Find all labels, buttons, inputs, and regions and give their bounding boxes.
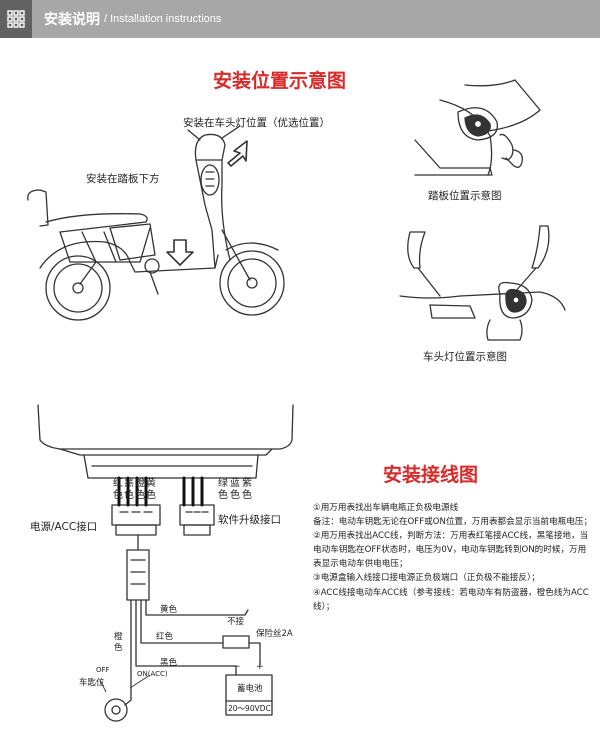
header-title: 安装说明 [44, 12, 100, 28]
footboard-detail-illustration [414, 79, 541, 176]
header-bar: 安装说明 / Installation instructions [0, 0, 600, 38]
fuse-label: 保险丝2A [256, 629, 293, 639]
yellow-wire-label: 黄色 [160, 605, 178, 615]
instruction-step-4: ④ACC线接电动车ACC线（参考接线：若电动车有防盗器，橙色线为ACC线）； [313, 587, 589, 612]
upgrade-port-label: 软件升级接口 [218, 514, 281, 526]
key-on-label: ON(ACC) [137, 670, 168, 678]
upgrade-connector [179, 504, 215, 536]
instruction-step-1: ①用万用表找出车辆电瓶正负极电源线 [313, 503, 459, 513]
grid-icon [0, 0, 32, 38]
footboard-install-label: 安装在踏板下方 [86, 173, 160, 185]
header-subtitle: / Installation instructions [104, 13, 222, 25]
key-position-label: 车匙位 [79, 678, 105, 688]
footboard-caption: 踏板位置示意图 [428, 190, 502, 202]
power-acc-connector [111, 504, 161, 601]
instruction-step-3: ③电源盒输入线接口接电源正负极端口（正负极不能接反）； [313, 573, 540, 584]
footboard-arrow-icon [166, 239, 194, 266]
battery-voltage-label: 20～90VDC [228, 704, 271, 713]
red-wire-label: 红色 [156, 632, 174, 642]
not-connected-label: 不接 [227, 617, 245, 627]
black-wire-label: 黑色 [160, 658, 178, 668]
power-acc-port-label: 电源/ACC接口 [30, 521, 98, 533]
headlight-detail-illustration [399, 225, 566, 341]
wiring-title: 安装接线图 [383, 464, 479, 486]
instruction-step-2: ②用万用表找出ACC线，判断方法：万用表红笔接ACC线，黑笔接地，当电动车钥匙在… [313, 531, 589, 570]
wire-color-yellow: 黄色 [146, 478, 156, 501]
scooter-illustration [27, 125, 285, 321]
wire-color-red: 红色 [113, 478, 123, 501]
control-box-illustration [37, 404, 294, 479]
key-off-label: OFF [96, 666, 110, 674]
wiring-instructions: ①用万用表找出车辆电瓶正负极电源线 备注：电动车钥匙无论在OFF或ON位置，万用… [313, 501, 593, 614]
wire-color-purple: 紫色 [242, 478, 252, 501]
battery-plus-label: + [256, 662, 264, 672]
battery-icon [225, 674, 273, 716]
wire-color-blue: 蓝色 [230, 478, 240, 501]
battery-label: 蓄电池 [237, 684, 263, 694]
fuse-icon [222, 635, 250, 649]
headlight-arrow-icon [227, 140, 248, 167]
orange-wire-label: 橙色 [114, 632, 123, 653]
wire-color-green: 绿色 [218, 478, 228, 501]
key-switch-icon [104, 698, 128, 722]
headlight-caption: 车头灯位置示意图 [423, 351, 507, 363]
position-title: 安装位置示意图 [213, 70, 347, 92]
wire-color-orange: 橙色 [135, 478, 145, 501]
headlight-install-label: 安装在车头灯位置（优选位置） [183, 117, 330, 129]
battery-minus-label: − [233, 662, 241, 672]
instruction-note: 备注：电动车钥匙无论在OFF或ON位置，万用表都会显示当前电瓶电压； [313, 517, 593, 528]
wire-color-black: 黑色 [124, 478, 134, 501]
